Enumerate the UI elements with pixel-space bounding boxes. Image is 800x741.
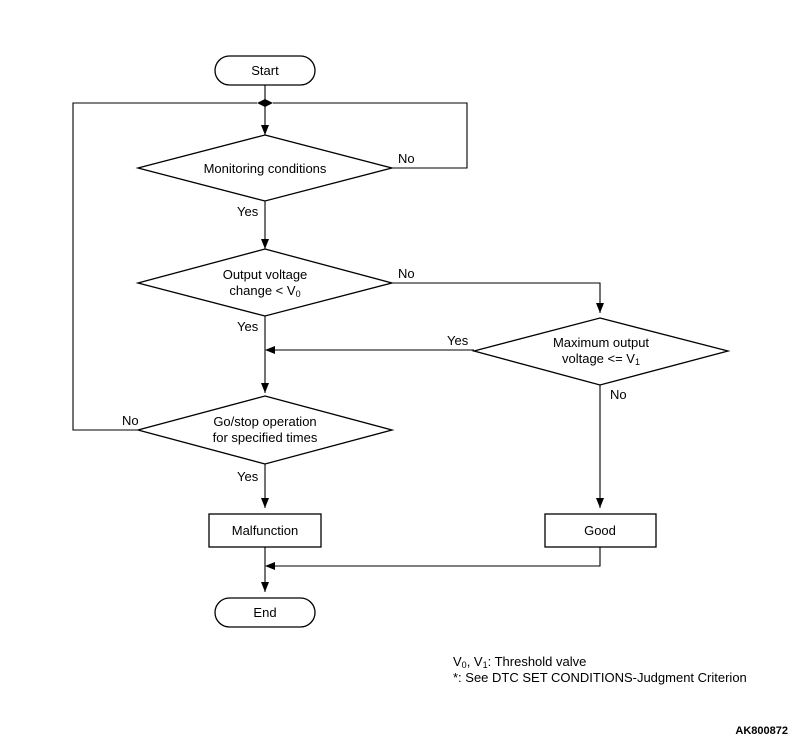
arrowhead (265, 99, 273, 107)
label-yes-maximum: Yes (447, 333, 469, 348)
note-see-dtc: *: See DTC SET CONDITIONS-Judgment Crite… (453, 670, 747, 685)
subscript: 0 (462, 660, 467, 670)
arrowhead (596, 303, 604, 313)
arrowhead (265, 562, 275, 570)
label-yes-output: Yes (237, 319, 259, 334)
decision-output-line2: change < V0 (229, 283, 300, 299)
subscript: 1 (635, 357, 640, 367)
arrowhead (261, 125, 269, 135)
label-no-maximum: No (610, 387, 627, 402)
arrowhead (261, 383, 269, 393)
decision-maximum-line1: Maximum output (553, 335, 649, 350)
note-threshold-suffix: : Threshold valve (488, 654, 587, 669)
subscript: 1 (483, 660, 488, 670)
label-no-monitoring: No (398, 151, 415, 166)
connector-good-to-end (273, 547, 601, 567)
start-terminal: Start (214, 55, 316, 86)
connector-output-no-to-maximum (392, 282, 601, 313)
process-malfunction-label: Malfunction (232, 523, 298, 538)
decision-maximum-line2-text: voltage <= V (562, 351, 635, 366)
decision-maximum-line2: voltage <= V1 (562, 351, 640, 367)
arrowhead (261, 582, 269, 592)
decision-monitoring-label: Monitoring conditions (204, 161, 327, 176)
end-label: End (253, 605, 276, 620)
start-label: Start (251, 63, 279, 78)
arrowhead (596, 498, 604, 508)
decision-output-line1: Output voltage (223, 267, 308, 282)
label-no-output: No (398, 266, 415, 281)
decision-go-stop-operation: Go/stop operation for specified times (135, 395, 395, 465)
process-good-label: Good (584, 523, 616, 538)
arrowhead (257, 99, 265, 107)
label-yes-monitoring: Yes (237, 204, 259, 219)
decision-gostop-line1: Go/stop operation (213, 414, 316, 429)
arrowhead (261, 239, 269, 249)
connector-gostop-no-loop (72, 102, 257, 431)
connector-monitoring-no-loop (273, 102, 468, 169)
note-threshold: V0, V1: Threshold valve (453, 654, 586, 670)
process-malfunction: Malfunction (208, 513, 322, 548)
label-yes-gostop: Yes (237, 469, 259, 484)
arrowhead (265, 346, 275, 354)
note-threshold-mid: , V (467, 654, 483, 669)
decision-gostop-line2: for specified times (213, 430, 318, 445)
label-no-gostop: No (122, 413, 139, 428)
decision-output-line2-text: change < V (229, 283, 295, 298)
subscript: 0 (296, 289, 301, 299)
decision-output-voltage: Output voltage change < V0 (135, 248, 395, 317)
arrowhead (261, 498, 269, 508)
figure-code: AK800872 (735, 725, 788, 737)
decision-maximum-output: Maximum output voltage <= V1 (471, 317, 731, 386)
process-good: Good (544, 513, 657, 548)
note-threshold-prefix: V (453, 654, 462, 669)
end-terminal: End (214, 597, 316, 628)
decision-monitoring-conditions: Monitoring conditions (135, 134, 395, 202)
